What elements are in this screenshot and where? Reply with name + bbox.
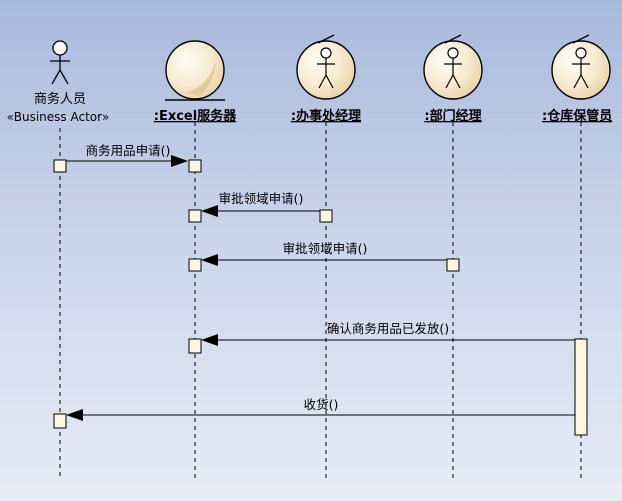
message-5[interactable]: 收货(): [66, 397, 575, 421]
message-2[interactable]: 审批领域申请(): [201, 191, 320, 217]
actor-stick-figure-icon[interactable]: [50, 40, 70, 85]
worker-icon[interactable]: [423, 34, 483, 100]
activation-box[interactable]: [188, 209, 202, 223]
actor-name: 商务人员: [34, 91, 86, 107]
activation-box[interactable]: [446, 258, 460, 272]
activations: [53, 159, 588, 436]
message-3[interactable]: 审批领域申请(): [201, 241, 447, 266]
actor-stereotype: «Business Actor»: [7, 110, 110, 124]
message-4[interactable]: 确认商务用品已发放(): [201, 321, 575, 346]
participant-warehouse-name: :仓库保管员: [542, 108, 612, 124]
activation-box[interactable]: [319, 209, 333, 223]
activation-box[interactable]: [188, 258, 202, 272]
activation-box[interactable]: [188, 159, 202, 173]
activation-box[interactable]: [53, 413, 67, 429]
message-label: 确认商务用品已发放(): [327, 321, 449, 336]
activation-box[interactable]: [53, 159, 67, 173]
message-1[interactable]: 商务用品申请(): [66, 143, 188, 167]
message-label: 审批领域申请(): [219, 191, 304, 206]
message-label: 收货(): [304, 397, 339, 412]
activation-box[interactable]: [188, 338, 202, 354]
participant-excel-name: :Excel服务器: [154, 108, 237, 124]
activation-bar-warehouse[interactable]: [574, 338, 588, 436]
entity-icon[interactable]: [165, 40, 225, 101]
worker-icon[interactable]: [551, 34, 611, 100]
message-label: 审批领域申请(): [283, 241, 368, 256]
lifelines: [59, 122, 582, 478]
participant-dept-name: :部门经理: [424, 108, 481, 124]
participant-office-name: :办事处经理: [291, 108, 361, 124]
message-label: 商务用品申请(): [86, 143, 171, 158]
worker-icon[interactable]: [296, 34, 356, 100]
